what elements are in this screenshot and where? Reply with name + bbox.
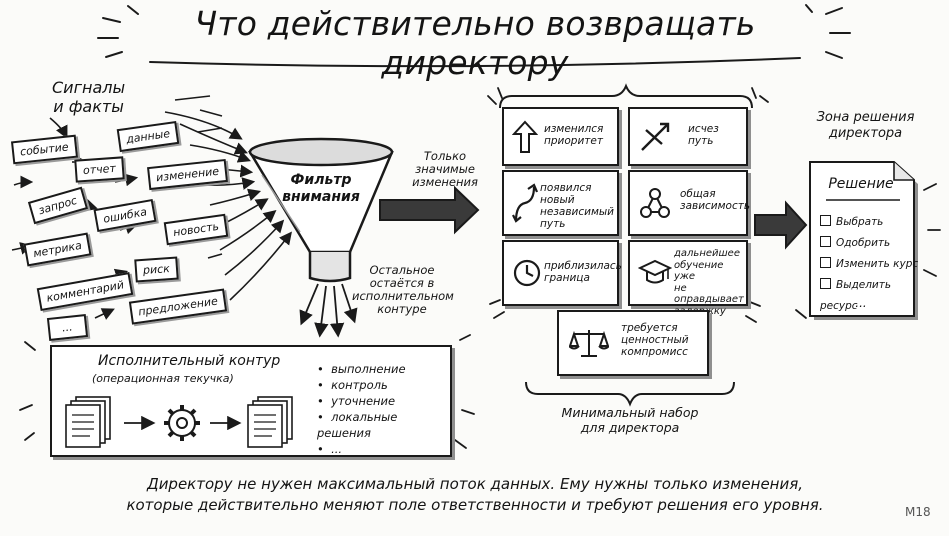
contour-item-text: локальные решения: [317, 410, 398, 440]
document-shape: [809, 161, 918, 320]
contour-item: • локальные решения: [317, 410, 398, 440]
documents-icon: [65, 396, 111, 448]
signal-chip: отчет: [74, 156, 125, 183]
signal-strokes: [174, 95, 223, 259]
contour-item: • выполнение: [317, 362, 406, 376]
arrow-up-icon: [512, 120, 538, 153]
decision-zone-heading: Зона решения директора: [808, 110, 923, 142]
decision-options: Выбрать Одобрить Изменить курс Выделить …: [820, 212, 920, 317]
signals-heading: Сигналы и факты: [52, 78, 125, 116]
changes-caption: Минимальный набор для директора: [545, 405, 715, 435]
footer-line1: Директору не нужен максимальный поток да…: [146, 475, 804, 493]
decision-option-label: Одобрить: [836, 237, 891, 249]
remaining-note: Остальное остаётся в исполнительном конт…: [352, 263, 454, 316]
signals-heading-line2: и факты: [53, 97, 124, 116]
new-path-icon: [512, 183, 538, 223]
contour-subtitle: (операционная текучка): [92, 372, 234, 385]
contour-item: • уточнение: [317, 394, 396, 408]
contour-item: • контроль: [317, 378, 388, 392]
broken-path-icon: [641, 122, 670, 151]
decision-emphasis-strokes: [795, 183, 941, 319]
checkbox-icon: [820, 257, 831, 268]
discard-arrows: [299, 283, 358, 338]
significant-changes-arrow: [379, 185, 480, 235]
executive-contour-box: Исполнительный контур (операционная теку…: [50, 345, 452, 457]
decision-title: Решение: [828, 176, 894, 192]
note-line: изменения: [412, 175, 478, 189]
decision-option: Выделить ресурс: [820, 275, 920, 317]
contour-title: Исполнительный контур: [98, 353, 281, 369]
funnel-label: Фильтр внимания: [281, 172, 361, 206]
decision-document: Решение Выбрать Одобрить Изменить курс В…: [808, 160, 920, 323]
changes-brace-bottom: [525, 381, 735, 407]
decision-more: ...: [855, 296, 867, 310]
decision-heading-line2: директора: [828, 126, 903, 141]
decision-option: Выбрать: [820, 212, 920, 233]
decision-option-label: Выбрать: [836, 216, 884, 228]
note-line: исполнительном: [352, 289, 454, 303]
contour-flow: [65, 396, 293, 448]
footer-statement: Директору не нужен максимальный поток да…: [110, 474, 840, 516]
contour-item-text: выполнение: [331, 362, 406, 376]
gear-icon: [164, 405, 200, 441]
contour-item-text: ...: [331, 442, 343, 456]
note-line: значимые: [415, 162, 475, 176]
to-decision-arrow: [754, 200, 808, 250]
contour-emphasis-strokes: [19, 334, 475, 449]
funnel-label-line1: Фильтр: [290, 172, 352, 188]
decision-option: Изменить курс: [820, 254, 920, 275]
attention-funnel: [248, 137, 394, 283]
note-line: остаётся в: [369, 276, 435, 290]
contour-item-text: уточнение: [331, 394, 396, 408]
scales-icon: [569, 330, 609, 357]
checkbox-icon: [820, 278, 831, 289]
clock-icon: [513, 259, 541, 287]
dependency-icon: [640, 188, 670, 218]
caption-line: Минимальный набор: [561, 405, 699, 420]
significant-changes-note: Только значимые изменения: [405, 150, 485, 189]
note-line: контуре: [377, 302, 427, 316]
signals-heading-line1: Сигналы: [52, 78, 126, 97]
slide-number: M18: [905, 505, 931, 519]
title-burst-strokes: [97, 4, 851, 68]
contour-item: • ...: [317, 442, 343, 456]
footer-line2: которые действительно меняют поле ответс…: [126, 496, 824, 514]
note-line: Только: [423, 149, 467, 163]
decision-heading-line1: Зона решения: [816, 110, 915, 125]
funnel-label-line2: внимания: [282, 189, 360, 205]
page-title: Что действительно возвращать директору: [194, 4, 756, 82]
decision-option: Одобрить: [820, 233, 920, 254]
documents-icon: [247, 396, 293, 448]
signal-chip: ...: [46, 314, 88, 341]
checkbox-icon: [820, 236, 831, 247]
caption-line: для директора: [580, 420, 680, 435]
signal-chip: риск: [134, 256, 179, 283]
checkbox-icon: [820, 215, 831, 226]
changes-brace-top: [499, 83, 753, 109]
contour-item-text: контроль: [331, 378, 388, 392]
changes-emphasis-strokes: [487, 87, 769, 323]
decision-option-label: Выделить ресурс: [820, 279, 892, 312]
graduation-cap-icon: [638, 259, 672, 284]
decision-option-label: Изменить курс: [836, 258, 919, 270]
note-line: Остальное: [369, 263, 435, 277]
contour-items: • выполнение • контроль • уточнение • ло…: [317, 361, 450, 457]
